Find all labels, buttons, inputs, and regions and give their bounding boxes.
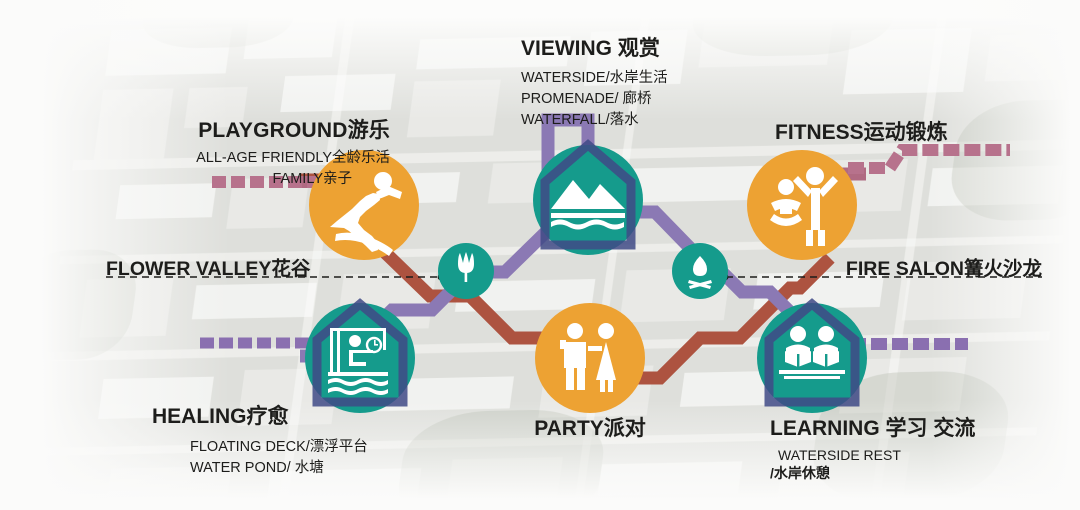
node-viewing[interactable] — [533, 139, 643, 255]
flower-valley-title: FLOWER VALLEY花谷 — [106, 258, 311, 280]
background-fade-right — [930, 0, 1080, 510]
dash-tail-right-fitness — [848, 144, 1010, 174]
label-healing: HEALING疗愈 FLOATING DECK/漂浮平台 WATER POND/… — [152, 400, 512, 477]
learning-sub-2: /水岸休憩 — [770, 465, 830, 481]
node-flower-valley[interactable] — [438, 243, 494, 299]
playground-sub-1: ALL-AGE FRIENDLY全龄乐活 — [196, 150, 390, 166]
playground-title: PLAYGROUND游乐 — [198, 119, 390, 142]
learning-sub-1: WATERSIDE REST — [778, 447, 901, 463]
label-fire-salon: FIRE SALON篝火沙龙 — [700, 252, 1042, 281]
label-viewing: VIEWING 观赏 WATERSIDE/水岸生活 PROMENADE/ 廊桥 … — [521, 32, 881, 129]
healing-sub-1: FLOATING DECK/漂浮平台 — [190, 439, 368, 455]
node-party[interactable] — [535, 303, 645, 413]
healing-title: HEALING疗愈 — [152, 405, 289, 428]
man-woman-icon — [560, 323, 616, 392]
skateboarder-icon — [330, 172, 402, 256]
playground-sub-2: FAMILY亲子 — [272, 171, 353, 187]
deck-sitting-icon — [328, 328, 388, 395]
two-readers-icon — [779, 326, 845, 379]
viewing-title: VIEWING 观赏 — [521, 37, 660, 60]
label-fitness: FITNESS运动锻炼 — [775, 116, 1080, 146]
campfire-icon — [688, 256, 712, 289]
label-flower-valley: FLOWER VALLEY花谷 — [106, 252, 446, 281]
node-fitness[interactable] — [747, 150, 857, 260]
node-learning[interactable] — [757, 298, 867, 413]
label-learning: LEARNING 学习 交流 WATERSIDE REST /水岸休憩 — [770, 412, 1080, 483]
node-playground[interactable] — [309, 150, 419, 260]
party-title: PARTY派对 — [534, 417, 646, 440]
viewing-sub-3: WATERFALL/落水 — [521, 112, 639, 128]
mountain-water-icon — [551, 180, 625, 230]
label-playground: PLAYGROUND游乐 ALL-AGE FRIENDLY全龄乐活 FAMILY… — [0, 114, 390, 188]
fire-salon-title: FIRE SALON篝火沙龙 — [845, 258, 1042, 280]
exercise-people-icon — [770, 167, 838, 246]
tulip-icon — [458, 252, 474, 282]
node-fire-salon[interactable] — [672, 243, 728, 299]
node-healing[interactable] — [305, 298, 415, 413]
healing-sub-2: WATER POND/ 水塘 — [190, 460, 324, 476]
fitness-title: FITNESS运动锻炼 — [775, 121, 948, 144]
background-fade-left — [0, 0, 230, 510]
label-party: PARTY派对 — [460, 412, 720, 442]
viewing-sub-2: PROMENADE/ 廊桥 — [521, 91, 652, 107]
learning-title: LEARNING 学习 交流 — [770, 417, 976, 440]
viewing-sub-1: WATERSIDE/水岸生活 — [521, 70, 668, 86]
